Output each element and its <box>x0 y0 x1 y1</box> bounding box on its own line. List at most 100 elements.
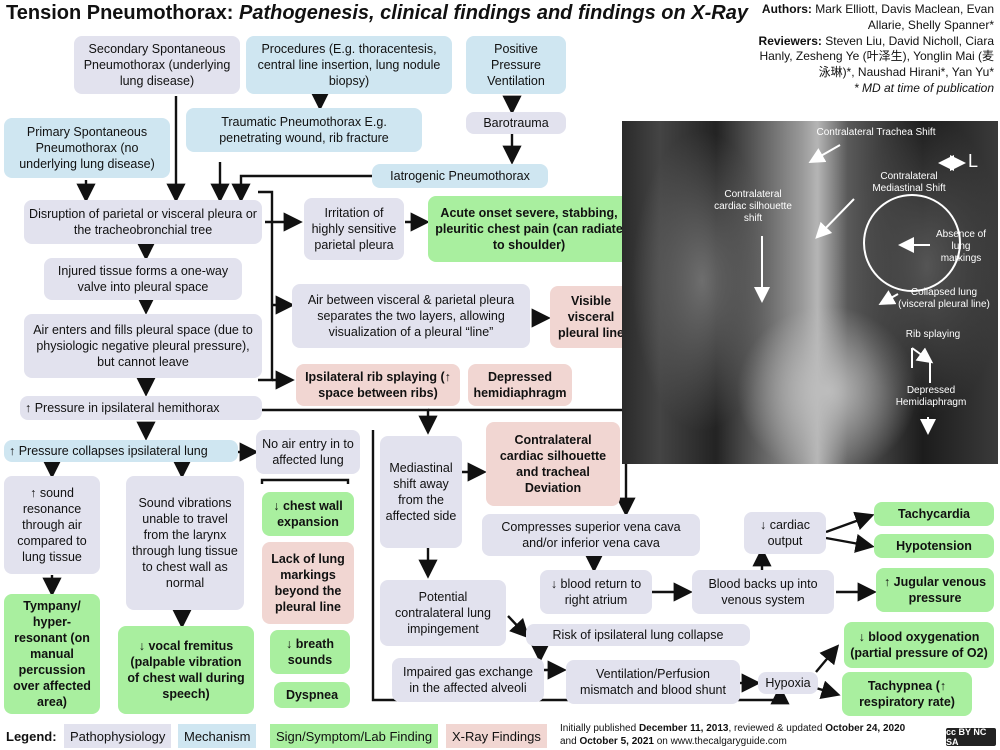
legend-item-mechanism: Mechanism <box>178 724 257 748</box>
creative-commons-badge: cc BY NC SA <box>946 727 996 747</box>
footer-text: and <box>560 736 580 747</box>
lack-lung-markings-node: Lack of lung markings beyond the pleural… <box>262 542 354 624</box>
dyspnea-node: Dyspnea <box>274 682 350 708</box>
positive-pressure-ventilation-node: Positive Pressure Ventilation <box>466 36 566 94</box>
node-text: Contralateral cardiac silhouette and tra… <box>499 433 607 495</box>
compresses-vena-cava-node: Compresses superior vena cava and/or inf… <box>482 514 700 556</box>
air-between-pleura-node: Air between visceral & parietal pleura s… <box>292 284 530 348</box>
footer-date-initial: December 11, 2013 <box>638 723 729 734</box>
barotrauma-node: Barotrauma <box>466 112 566 134</box>
jugular-venous-pressure-node: ↑ Jugular venous pressure <box>876 568 994 612</box>
node-text: Traumatic Pneumothorax E.g. penetrating … <box>219 115 389 145</box>
footer-text: Initially published <box>560 723 639 734</box>
node-text: No air entry in to affected lung <box>262 437 354 467</box>
chest-wall-expansion-node: ↓ chest wall expansion <box>262 492 354 536</box>
node-text: ↓ cardiac output <box>759 518 811 548</box>
cardiac-output-node: ↓ cardiac output <box>744 512 826 554</box>
xray-label-trachea: Contralateral Trachea Shift <box>816 127 936 138</box>
node-text: Tachycardia <box>897 507 971 521</box>
breath-sounds-node: ↓ breath sounds <box>270 630 350 674</box>
irritation-node: Irritation of highly sensitive parietal … <box>304 198 404 260</box>
footer-website: on www.thecalgaryguide.com <box>653 736 787 747</box>
potential-impingement-node: Potential contralateral lung impingement <box>380 580 506 646</box>
node-text: Secondary Spontaneous Pneumothorax (unde… <box>83 42 231 88</box>
xray-label-collapsed: Collapsed lung (visceral pleural line) <box>898 287 990 310</box>
node-text: Hypotension <box>896 539 972 553</box>
primary-spontaneous-node: Primary Spontaneous Pneumothorax (no und… <box>4 118 170 178</box>
vocal-fremitus-node: ↓ vocal fremitus (palpable vibration of … <box>118 626 254 714</box>
legend-label: Legend: <box>6 728 57 744</box>
node-text: ↑ Jugular venous pressure <box>883 575 987 605</box>
vq-mismatch-node: Ventilation/Perfusion mismatch and blood… <box>566 660 740 704</box>
tympany-node: Tympany/ hyper-resonant (on manual percu… <box>4 594 100 714</box>
legend-item-sign-symptom: Sign/Symptom/Lab Finding <box>270 724 439 748</box>
node-text: Tachypnea (↑ respiratory rate) <box>859 679 955 709</box>
node-text: ↓ chest wall expansion <box>273 499 343 529</box>
reviewers-text: Steven Liu, David Nicholl, Ciara Hanly, … <box>759 33 994 80</box>
disruption-node: Disruption of parietal or visceral pleur… <box>24 200 262 244</box>
node-text: Blood backs up into venous system <box>708 577 818 607</box>
one-way-valve-node: Injured tissue forms a one-way valve int… <box>44 258 242 300</box>
xray-label-rib: Rib splaying <box>905 329 961 340</box>
publication-footer: Initially published December 11, 2013, r… <box>560 722 940 748</box>
title-subtitle: Pathogenesis, clinical findings and find… <box>238 2 748 24</box>
legend-item-pathophysiology: Pathophysiology <box>64 724 172 748</box>
xray-label-side: L <box>968 151 979 171</box>
mediastinal-shift-node: Mediastinal shift away from the affected… <box>380 436 462 548</box>
blood-backs-up-node: Blood backs up into venous system <box>692 570 834 614</box>
xray-label-mediastinal: Contralateral Mediastinal Shift <box>872 171 946 194</box>
legend-item-xray: X-Ray Findings <box>446 724 547 748</box>
footer-date-updated: October 24, 2020 <box>825 723 906 734</box>
authors-label: Authors: <box>761 2 812 16</box>
footer-date-reviewed: October 5, 2021 <box>579 736 654 747</box>
no-air-entry-node: No air entry in to affected lung <box>256 430 360 474</box>
node-text: Visible visceral pleural line <box>558 294 624 340</box>
acute-chest-pain-node: Acute onset severe, stabbing, pleuritic … <box>428 196 630 262</box>
tachypnea-node: Tachypnea (↑ respiratory rate) <box>842 672 972 716</box>
node-text: Hypoxia <box>765 676 811 690</box>
node-text: Barotrauma <box>483 116 549 130</box>
node-text: Disruption of parietal or visceral pleur… <box>29 207 257 237</box>
contralateral-deviation-node: Contralateral cardiac silhouette and tra… <box>486 422 620 506</box>
xray-label-depressed: Depressed Hemidiaphragm <box>895 385 967 408</box>
chest-xray-image: Contralateral Trachea Shift L Contralate… <box>622 121 998 464</box>
node-text: Acute onset severe, stabbing, pleuritic … <box>435 206 623 252</box>
iatrogenic-pneumothorax-node: Iatrogenic Pneumothorax <box>372 164 548 188</box>
node-text: Air enters and fills pleural space (due … <box>33 323 253 369</box>
node-text: Depressed hemidiaphragm <box>473 370 567 400</box>
node-text: Sound vibrations unable to travel from t… <box>132 496 238 590</box>
node-text: Procedures (E.g. thoracentesis, central … <box>257 42 441 88</box>
reviewers-label: Reviewers: <box>758 33 822 48</box>
footer-text: , reviewed & updated <box>728 723 826 734</box>
page-title: Tension Pneumothorax: Pathogenesis, clin… <box>6 2 748 25</box>
sound-resonance-node: ↑ sound resonance through air compared t… <box>4 476 100 574</box>
title-main: Tension Pneumothorax: <box>6 2 239 24</box>
node-text: Tympany/ hyper-resonant (on manual percu… <box>13 599 91 709</box>
secondary-spontaneous-node: Secondary Spontaneous Pneumothorax (unde… <box>74 36 240 94</box>
node-text: Air between visceral & parietal pleura s… <box>307 293 515 339</box>
node-text: Iatrogenic Pneumothorax <box>390 169 530 183</box>
node-text: Mediastinal shift away from the affected… <box>385 461 457 523</box>
xray-label-cardiac: Contralateral cardiac silhouette shift <box>714 189 792 224</box>
authors-text: Mark Elliott, Davis Maclean, Evan Allari… <box>815 2 994 32</box>
node-text: Injured tissue forms a one-way valve int… <box>57 264 229 294</box>
node-text: Compresses superior vena cava and/or inf… <box>501 520 681 550</box>
node-text: ↑ sound resonance through air compared t… <box>17 486 87 564</box>
xray-label-absence: Absence of lung markings <box>935 229 987 264</box>
node-text: ↑ Pressure in ipsilateral hemithorax <box>25 401 220 415</box>
node-text: Ipsilateral rib splaying (↑ space betwee… <box>305 370 451 400</box>
node-text: ↑ Pressure collapses ipsilateral lung <box>9 444 208 458</box>
hypotension-node: Hypotension <box>874 534 994 558</box>
blood-oxygenation-node: ↓ blood oxygenation (partial pressure of… <box>844 622 994 668</box>
risk-lung-collapse-node: Risk of ipsilateral lung collapse <box>526 624 750 646</box>
pressure-collapses-lung-node: ↑ Pressure collapses ipsilateral lung <box>4 440 238 462</box>
blood-return-node: ↓ blood return to right atrium <box>540 570 652 614</box>
pressure-hemithorax-node: ↑ Pressure in ipsilateral hemithorax <box>20 396 262 420</box>
traumatic-pneumothorax-node: Traumatic Pneumothorax E.g. penetrating … <box>186 108 422 152</box>
node-text: Potential contralateral lung impingement <box>395 590 491 636</box>
node-text: ↓ vocal fremitus (palpable vibration of … <box>127 639 245 701</box>
tachycardia-node: Tachycardia <box>874 502 994 526</box>
node-text: ↓ blood oxygenation (partial pressure of… <box>850 630 988 660</box>
depressed-hemidiaphragm-node: Depressed hemidiaphragm <box>468 364 572 406</box>
node-text: Irritation of highly sensitive parietal … <box>311 206 397 252</box>
